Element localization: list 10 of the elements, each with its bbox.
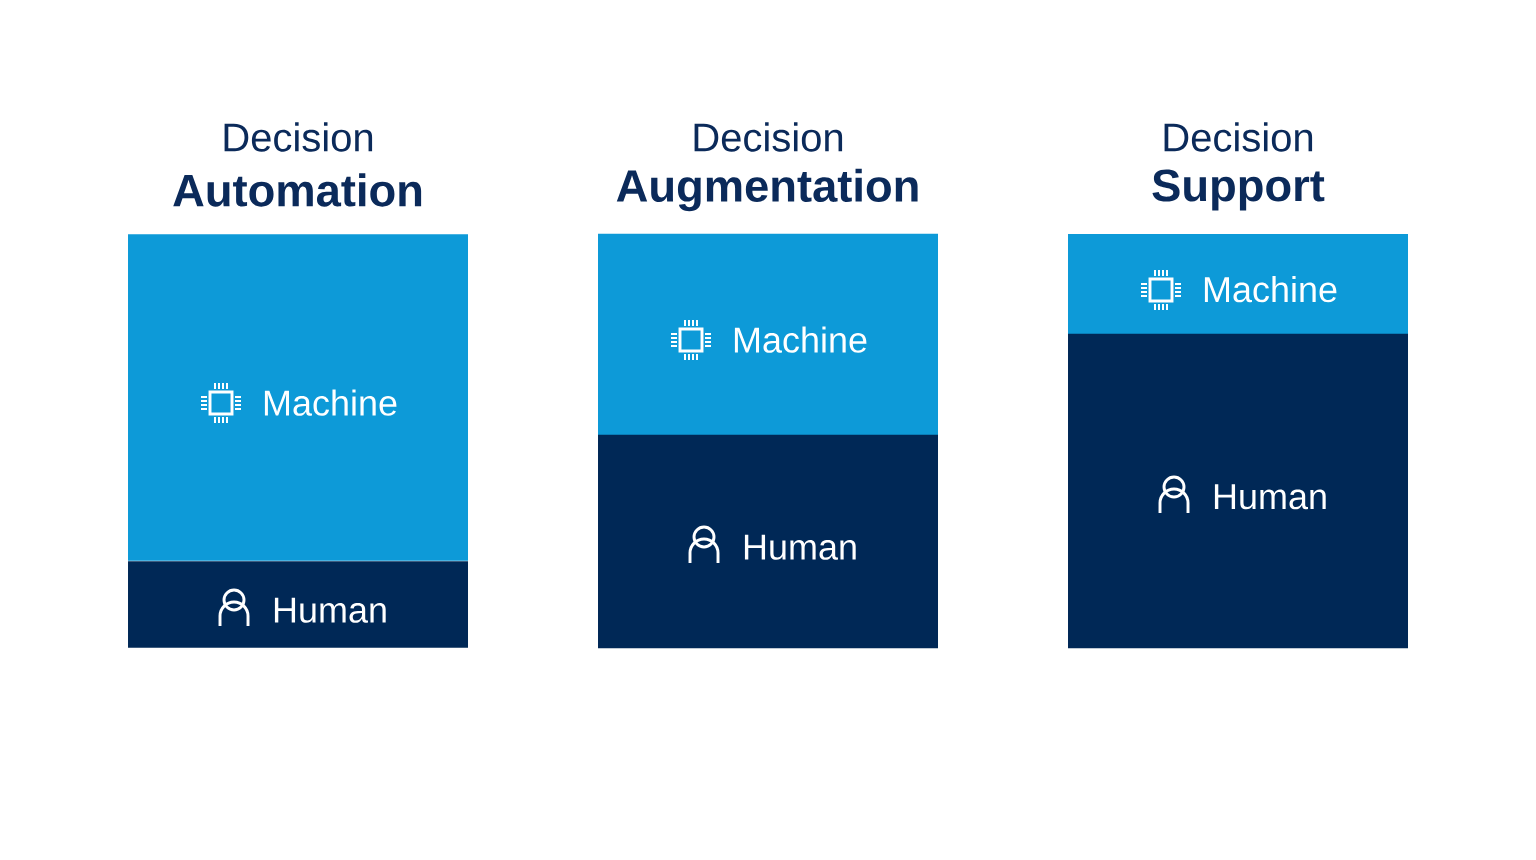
band-label: Human bbox=[1214, 484, 1326, 510]
band-label: Human bbox=[274, 597, 386, 623]
band-label: Human bbox=[744, 534, 856, 560]
band-label: Machine bbox=[264, 389, 397, 416]
band-label: Machine bbox=[734, 326, 867, 353]
heading: Decision bbox=[1164, 122, 1313, 152]
heading: Support bbox=[1152, 169, 1325, 211]
band-label: Machine bbox=[1204, 275, 1337, 303]
heading: Decision bbox=[694, 122, 843, 152]
heading: Decision bbox=[224, 122, 373, 152]
